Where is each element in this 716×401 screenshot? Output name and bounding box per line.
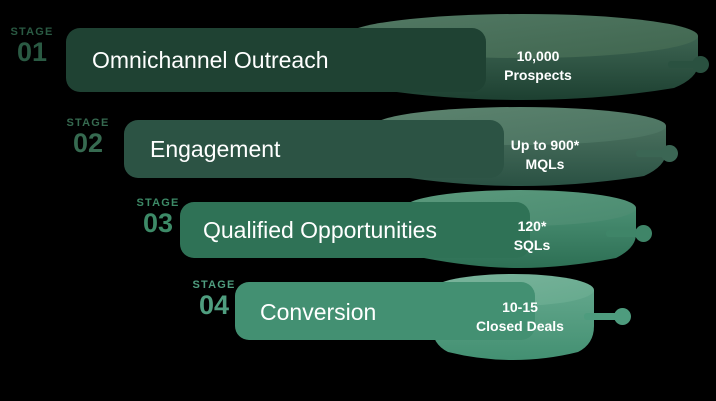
funnel-value-sub: Prospects bbox=[504, 66, 572, 83]
funnel-bar-01 bbox=[66, 28, 486, 92]
funnel-title-03: Qualified Opportunities bbox=[203, 217, 437, 243]
connector-dot-icon bbox=[635, 224, 652, 242]
funnel-connector-03 bbox=[606, 222, 662, 244]
stage-number-02: STAGE 02 bbox=[58, 118, 118, 157]
funnel-value-main: 10,000 bbox=[516, 48, 560, 64]
funnel-value-01: 10,000 Prospects bbox=[458, 47, 618, 85]
stage-number-01: STAGE 01 bbox=[4, 27, 60, 66]
connector-line bbox=[606, 229, 642, 237]
funnel-bar-02 bbox=[124, 120, 504, 178]
stage-digit-label: 01 bbox=[16, 37, 48, 67]
funnel-stage-row: STAGE 02 Engagement bbox=[0, 96, 716, 196]
stage-word-label: STAGE bbox=[136, 197, 180, 209]
funnel-value-main: 10-15 bbox=[502, 299, 538, 315]
funnel-value-sub: Closed Deals bbox=[476, 317, 564, 334]
funnel-connector-04 bbox=[584, 305, 644, 327]
stage-digit-label: 03 bbox=[142, 208, 174, 238]
funnel-value-02: Up to 900* MQLs bbox=[465, 136, 625, 174]
funnel-connector-02 bbox=[636, 142, 686, 164]
stage-number-04: STAGE 04 bbox=[183, 280, 245, 319]
funnel-bar-04 bbox=[235, 282, 535, 340]
funnel-bar-03 bbox=[180, 202, 530, 258]
connector-dot-icon bbox=[614, 307, 631, 325]
funnel-title-02: Engagement bbox=[150, 136, 281, 162]
funnel-connector-01 bbox=[668, 53, 714, 75]
stage-word-label: STAGE bbox=[192, 279, 236, 291]
funnel-value-sub: SQLs bbox=[513, 236, 551, 253]
funnel-stage-row: STAGE 01 Om bbox=[0, 0, 716, 110]
connector-line bbox=[636, 149, 668, 157]
funnel-value-main: Up to 900* bbox=[510, 137, 580, 153]
stage-digit-label: 02 bbox=[72, 128, 104, 158]
funnel-title-01: Omnichannel Outreach bbox=[92, 47, 329, 73]
connector-dot-icon bbox=[692, 55, 709, 73]
funnel-value-03: 120* SQLs bbox=[462, 217, 602, 255]
stage-word-label: STAGE bbox=[66, 117, 110, 129]
funnel-value-main: 120* bbox=[517, 218, 547, 234]
connector-dot-icon bbox=[661, 144, 678, 162]
funnel-value-sub: MQLs bbox=[525, 155, 565, 172]
funnel-stage-row: STAGE 04 Conversion bbox=[0, 262, 716, 367]
funnel-title-04: Conversion bbox=[260, 299, 377, 325]
connector-line bbox=[584, 312, 622, 320]
stage-number-03: STAGE 03 bbox=[128, 198, 188, 237]
connector-line bbox=[668, 60, 698, 68]
stage-digit-label: 04 bbox=[198, 290, 230, 320]
stage-word-label: STAGE bbox=[10, 26, 54, 38]
funnel-value-04: 10-15 Closed Deals bbox=[445, 298, 595, 336]
funnel-stage-row: STAGE 03 Qualified Op bbox=[0, 180, 716, 280]
